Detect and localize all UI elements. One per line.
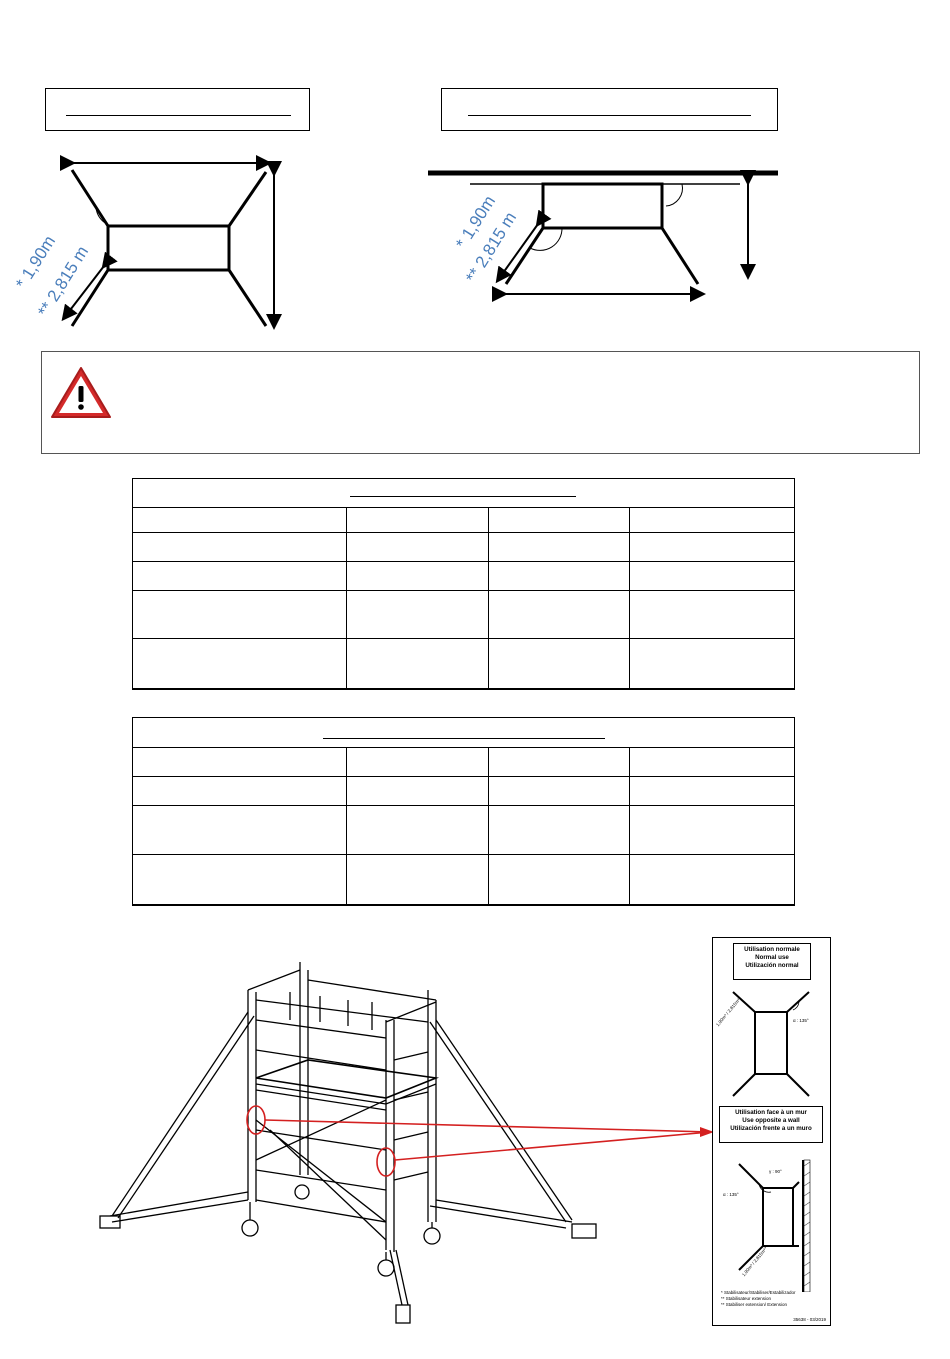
stabiliser-leg [227,171,268,227]
wall-angle-1-label: γ : 90° [769,1169,782,1174]
stabiliser-leg [70,169,110,227]
table-row [132,854,795,906]
table-title-cell [132,717,795,748]
label-notes: * Stabilisateur/Stabiliser/Estabilizador… [721,1290,827,1308]
spec-table-1 [132,478,795,690]
angle-arc [665,183,683,207]
title-underline [468,115,751,116]
platform-rect [106,224,231,272]
stabiliser-leg [70,269,110,327]
normal-use-title-box [45,88,310,131]
title-underline [66,115,291,116]
table-title-underline [323,738,605,739]
leg-length-arrow [61,251,118,322]
note-line: ** Stabiliser extension/ Extension [721,1302,788,1307]
scaffold-illustration [99,962,710,1324]
table-title-cell [132,478,795,508]
stabiliser-leg [660,227,700,285]
table-header-row [132,717,795,748]
label-line: Utilisation face à un mur [735,1109,807,1116]
label-code: 35638 - 03/2019 [793,1317,826,1322]
spec-table-2 [132,717,795,906]
normal-angle-label: α : 135° [793,1018,809,1023]
note-line: ** Stabilisateur extension [721,1296,772,1301]
warning-box [41,351,920,454]
stabiliser-label-panel: Utilisation normale Normal use Utilizaci… [712,937,831,1326]
callout-line [394,1131,710,1161]
wall-use-mini-diagram [738,1159,811,1292]
wall-use-title-box [441,88,778,131]
angle-arc [95,207,125,228]
callout-arrowhead [700,1127,714,1137]
wall-use-diagram [428,170,778,302]
callout-circle [376,1147,396,1177]
table-row [132,590,795,639]
table-title-underline [350,496,576,497]
callout-line [264,1119,710,1133]
label-line: Utilización frente a un muro [730,1125,812,1132]
wall-angle-2-label: α : 135° [723,1192,739,1197]
wall-use-label: Utilisation face à un mur Use opposite a… [719,1106,823,1143]
normal-use-label: Utilisation normale Normal use Utilizaci… [733,943,811,980]
table-row [132,776,795,806]
normal-use-mini-diagram [732,991,810,1097]
label-line: Utilización normal [745,962,799,969]
warning-icon [51,367,111,418]
normal-use-diagram [60,155,282,330]
platform-rect [541,182,664,230]
table-row [132,747,795,777]
table-row [132,561,795,591]
leg-length-arrow [495,209,552,284]
stabiliser-leg [227,269,268,327]
label-line: Normal use [755,954,789,961]
table-row [132,507,795,533]
label-line: Utilisation normale [744,946,800,953]
table-row [132,805,795,855]
label-line: Use opposite a wall [742,1117,800,1124]
table-header-row [132,478,795,508]
table-row [132,638,795,690]
note-line: * Stabilisateur/Stabiliser/Estabilizador [721,1290,796,1295]
table-row [132,532,795,562]
stabiliser-leg [504,227,545,285]
